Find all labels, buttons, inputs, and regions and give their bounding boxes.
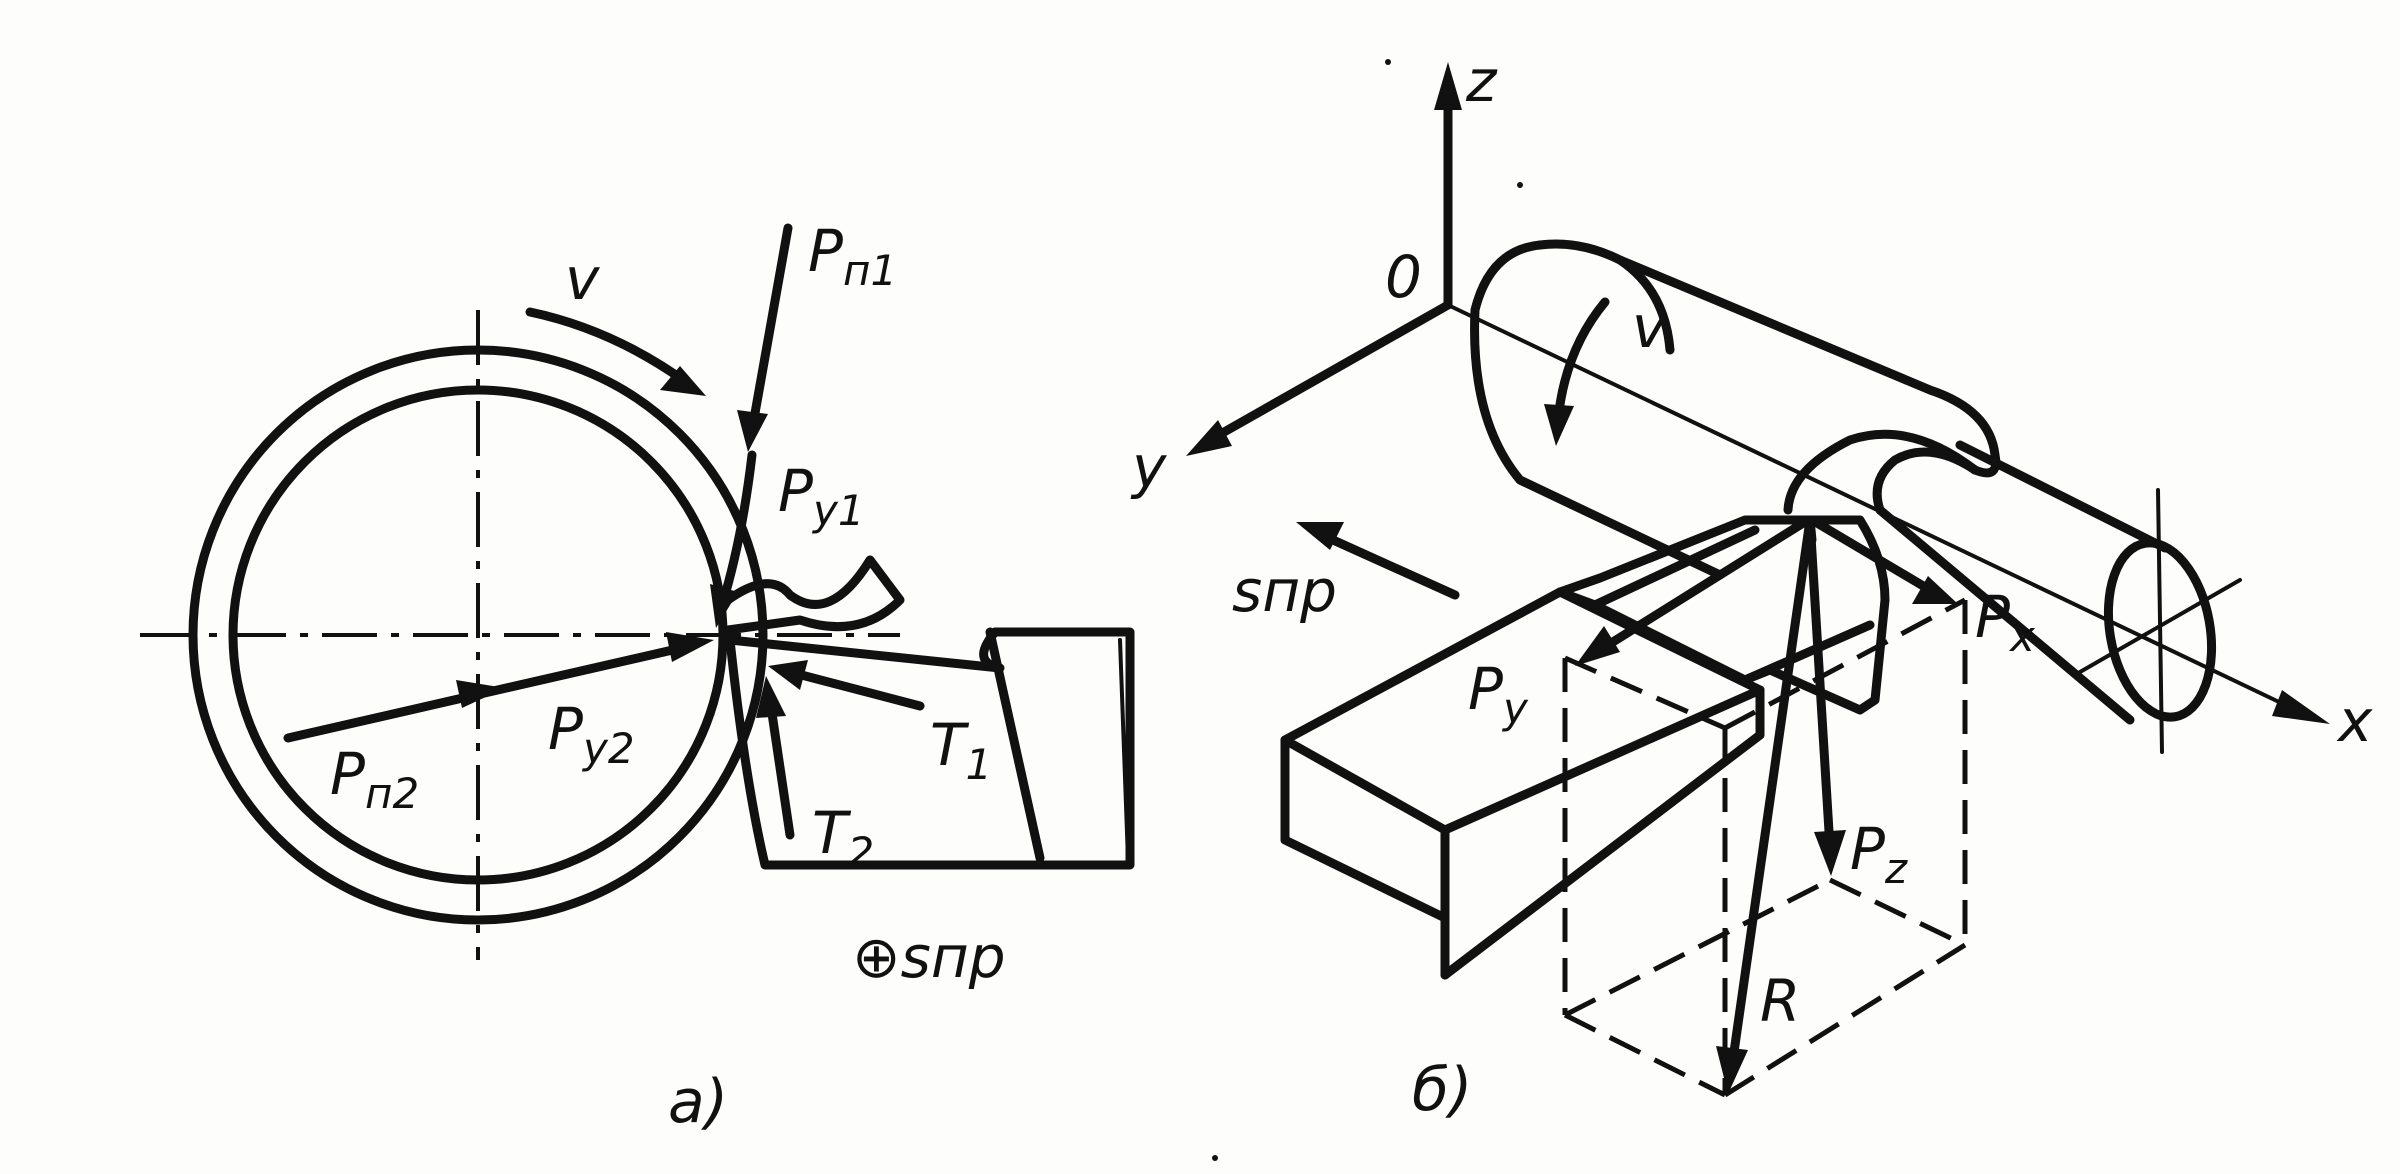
- speck: [1212, 1155, 1218, 1161]
- label-py1: Py1: [778, 457, 865, 535]
- figure-b: [1186, 62, 2330, 1098]
- force-pz-arrowhead: [1814, 830, 1846, 876]
- label-px: Px: [1975, 583, 2035, 661]
- label-r: R: [1760, 967, 1801, 1035]
- label-pz: Pz: [1850, 815, 1908, 893]
- small-cylinder-bottom-edge: [1875, 505, 2135, 725]
- box-dash-7: [1828, 877, 1967, 948]
- label-z: z: [1466, 47, 1497, 115]
- label-y-axis: y: [1132, 433, 1167, 501]
- force-py2-mid-arrowhead: [456, 680, 505, 708]
- large-cylinder-left-outline: [1470, 240, 1725, 580]
- rotation-arrow-b: [1553, 297, 1610, 425]
- label-pn2: Pп2: [330, 740, 420, 818]
- speck: [1385, 59, 1391, 65]
- tool-block-edge-3: [1440, 685, 1765, 835]
- chip: [723, 555, 905, 635]
- feed-arrow-b-head: [1296, 522, 1344, 550]
- figure-a: [140, 223, 1135, 960]
- large-cylinder-face-edge: [1615, 255, 1675, 355]
- box-dash-9: [1723, 597, 1967, 731]
- workpiece-outer-circle: [188, 345, 768, 925]
- label-feed-a: ⊕sпр: [852, 923, 1006, 991]
- force-t1-line: [785, 667, 925, 711]
- label-v-a: v: [565, 245, 600, 313]
- label-feed-b: sпр: [1232, 557, 1337, 625]
- label-x-axis: x: [2338, 687, 2373, 755]
- rotation-arrowhead-b: [1544, 404, 1574, 446]
- box-dash-4: [1563, 1012, 1727, 1098]
- box-dash-2: [1563, 655, 1727, 731]
- speck: [1517, 182, 1523, 188]
- force-origin: [1805, 515, 1817, 545]
- force-py2-arrowhead: [666, 632, 714, 662]
- force-pn1-arrowhead: [737, 410, 768, 452]
- force-pn1-line: [747, 223, 793, 435]
- tool-block-edge-1: [1280, 735, 1450, 835]
- label-origin: 0: [1385, 243, 1422, 311]
- tool-break-line: [1118, 638, 1130, 862]
- label-py2: Py2: [548, 695, 635, 773]
- force-px-arrowhead: [1912, 576, 1958, 604]
- small-cylinder-front: [1872, 447, 1980, 515]
- tool-head-lower-edge: [1740, 620, 1875, 685]
- rotation-arrow-a: [525, 307, 695, 390]
- small-cylinder-end: [2103, 538, 2217, 722]
- axis-z-arrowhead: [1434, 62, 1462, 110]
- tool-insert-line: [985, 627, 1045, 863]
- force-t2-arrowhead: [756, 676, 786, 718]
- label-pn1: Pп1: [808, 217, 898, 295]
- force-t2-line: [765, 695, 795, 840]
- label-py: Py: [1468, 655, 1528, 733]
- tool-head: [1555, 515, 1890, 715]
- shoulder-outline: [1783, 429, 2001, 515]
- end-crosshair-d: [2078, 578, 2242, 674]
- axis-x-arrowhead: [2272, 690, 2330, 724]
- caption-a: а): [668, 1067, 729, 1137]
- force-r-line: [1727, 515, 1815, 1071]
- workpiece-inner-circle: [228, 385, 728, 885]
- label-t2: T2: [812, 799, 875, 877]
- small-cylinder-top-edge: [1955, 440, 2170, 553]
- tool-head-edge: [1590, 525, 1760, 610]
- large-cylinder-top-outline: [1535, 239, 2000, 460]
- end-crosshair-v: [2156, 488, 2164, 754]
- force-t1-arrowhead: [768, 660, 808, 690]
- caption-b: б): [1412, 1055, 1473, 1125]
- cutting-tool: [725, 627, 1135, 870]
- label-t1: T1: [930, 711, 993, 789]
- force-py-arrowhead: [1575, 626, 1620, 666]
- feed-arrow-b-line: [1317, 530, 1460, 600]
- axis-y-line: [1205, 300, 1453, 445]
- axis-y-arrowhead: [1186, 420, 1232, 456]
- force-pz-line: [1805, 515, 1835, 853]
- axis-x-line: [1446, 303, 2302, 714]
- force-px-line: [1807, 515, 1935, 595]
- rotation-arrowhead-a: [660, 366, 706, 396]
- force-r-arrowhead: [1716, 1046, 1748, 1094]
- force-py-line: [1595, 515, 1813, 655]
- label-v-b: v: [1632, 293, 1667, 361]
